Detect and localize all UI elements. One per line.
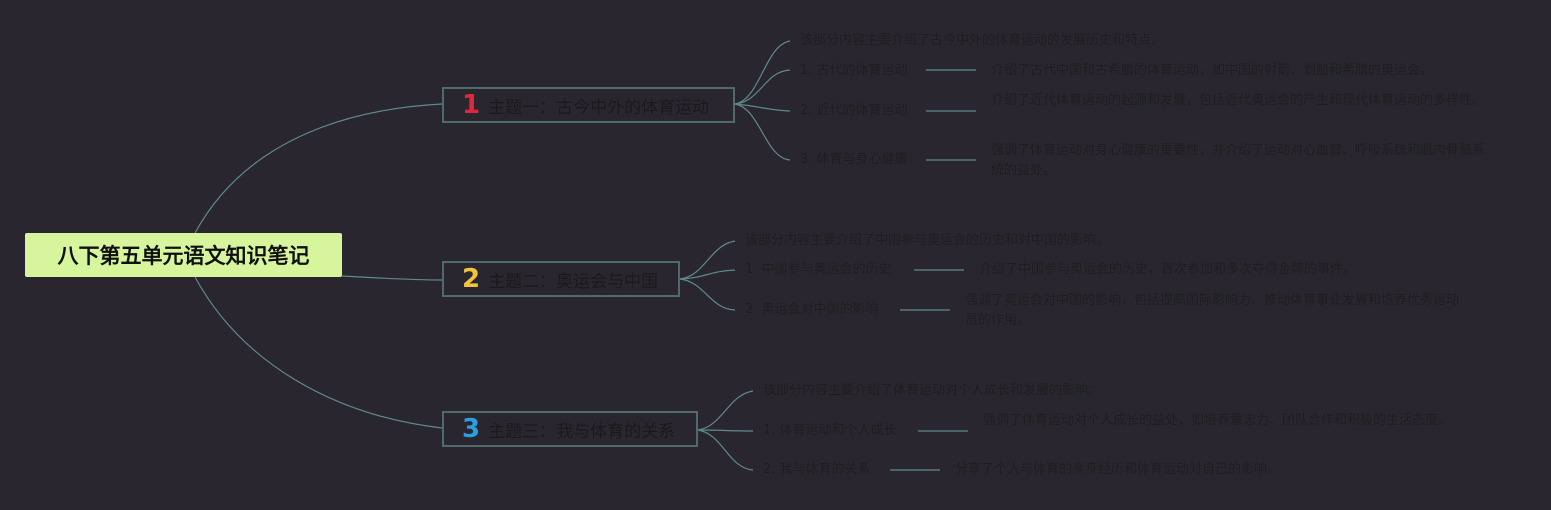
t1-item3-label: 3. 体育与身心健康 [800, 152, 908, 167]
t2-item2-detail: 强调了奥运会对中国的影响，包括提高国际影响力、推动体育事业发展和培养优秀运动员的… [965, 293, 1460, 328]
t1-branch-item2 [734, 103, 791, 112]
t1-branch-summary [734, 40, 791, 105]
t3-item1-detail: 强调了体育运动对个人成长的益处，如培养意志力、团队合作和积极的生活态度。 [983, 413, 1452, 428]
topic-node-2[interactable]: 2 主题二：奥运会与中国 [442, 261, 680, 297]
t3-branch-item1 [697, 429, 754, 432]
t3-summary: 该部分内容主要介绍了体育运动对个人成长和发展的影响。 [763, 383, 1102, 398]
t3-branch-item2 [697, 429, 754, 471]
t2-item1-detail: 介绍了中国参与奥运会的历史，首次参加和多次夺得金牌的事件。 [979, 262, 1357, 277]
t3-item2-detail: 分享了个人与体育的亲身经历和体育运动对自己的影响。 [955, 462, 1281, 477]
topic-node-1[interactable]: 1 主题一：古今中外的体育运动 [442, 87, 735, 123]
t3-item1-label: 1. 体育运动和个人成长 [763, 423, 897, 438]
t1-item2-label: 2. 近代的体育运动 [800, 103, 908, 118]
t1-branch-item3 [734, 103, 791, 161]
number-badge-1: 1 [462, 90, 481, 120]
t3-item2-label: 2. 我与体育的关系 [763, 462, 871, 477]
t1-branch-item1 [734, 69, 791, 105]
topic-title-3: 主题三：我与体育的关系 [488, 421, 676, 442]
root-to-topic2-line [341, 275, 443, 281]
number-badge-2: 2 [462, 264, 481, 294]
root-to-topic1-line [194, 103, 443, 234]
topic-node-3[interactable]: 3 主题三：我与体育的关系 [442, 411, 698, 447]
t2-item1-label: 1. 中国参与奥运会的历史 [745, 262, 892, 277]
t1-summary: 该部分内容主要介绍了古今中外的体育运动的发展历史和特点。 [800, 33, 1165, 48]
t2-item2-label: 2. 奥运会对中国的影响 [745, 302, 879, 317]
t2-branch-item1 [679, 269, 736, 280]
number-badge-3: 3 [462, 414, 481, 444]
t3-branch-summary [697, 390, 754, 431]
t1-item1-label: 1. 古代的体育运动 [800, 63, 908, 78]
root-title: 八下第五单元语文知识笔记 [57, 244, 310, 268]
topic-title-1: 主题一：古今中外的体育运动 [488, 97, 710, 118]
t2-branch-summary [679, 240, 736, 280]
t2-branch-item2 [679, 278, 736, 311]
t1-item3-detail: 强调了体育运动对身心健康的重要性，并介绍了运动对心血管、呼吸系统和肌肉骨骼系统的… [991, 143, 1486, 178]
t2-summary: 该部分内容主要介绍了中国参与奥运会的历史和对中国的影响。 [745, 233, 1110, 248]
topic-title-2: 主题二：奥运会与中国 [488, 271, 659, 292]
t1-item2-detail: 介绍了近代体育运动的起源和发展，包括近代奥运会的产生和现代体育运动的多样性。 [991, 93, 1486, 108]
root-node[interactable]: 八下第五单元语文知识笔记 [25, 233, 342, 277]
t1-item1-detail: 介绍了古代中国和古希腊的体育运动，如中国的射箭、划船和希腊的奥运会。 [991, 63, 1434, 78]
root-to-topic3-line [194, 276, 443, 429]
